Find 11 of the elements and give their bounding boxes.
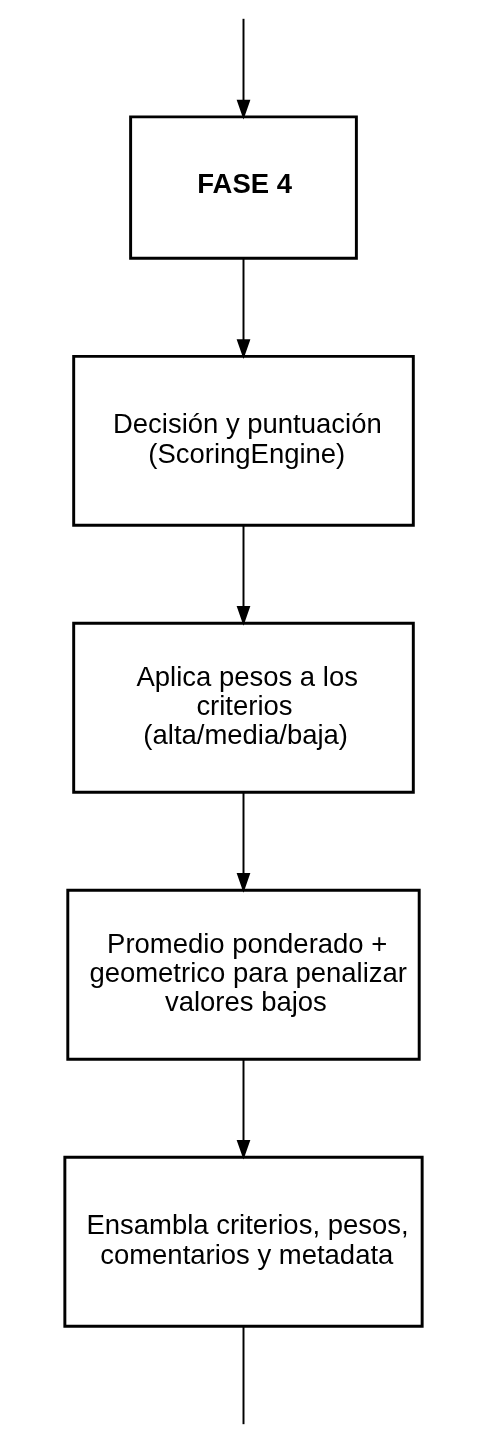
arrow: [236, 1058, 250, 1160]
node-box: FASE 4: [128, 115, 358, 260]
connector: [242, 1325, 244, 1426]
node-box: Promedio ponderado + geometrico para penalizar valores bajos: [65, 888, 421, 1061]
arrow: [236, 17, 250, 120]
node-box: Aplica pesos a los criterios (alta/media/baja): [71, 621, 415, 794]
node-box: Ensambla criterios, pesos, comentarios y metadata: [62, 1155, 424, 1328]
node-box: Decisión y puntuación (ScoringEngine): [71, 354, 415, 527]
arrow: [236, 791, 250, 893]
arrow: [236, 257, 250, 360]
arrow: [236, 524, 250, 626]
